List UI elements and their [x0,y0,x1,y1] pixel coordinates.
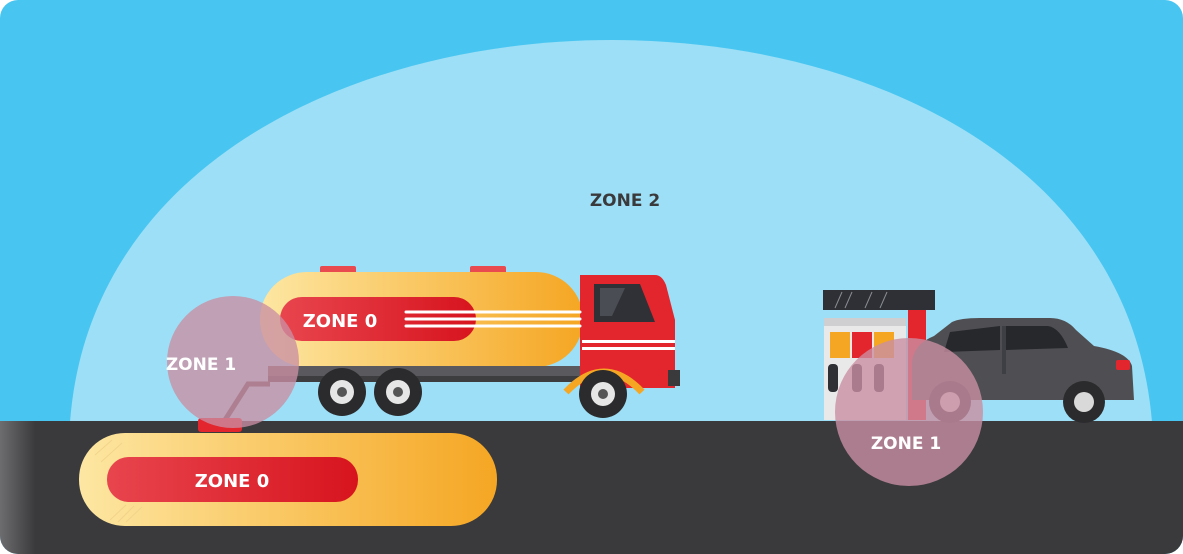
underground-zone0-label: ZONE 0 [195,471,270,492]
underground-tank-icon: ZONE 0 [79,433,497,526]
zone2-label: ZONE 2 [590,191,660,211]
truck-zone0-label: ZONE 0 [303,311,378,332]
station-zone1-circle [835,338,983,486]
truck-zone1-label: ZONE 1 [166,355,236,375]
station-zone1-label: ZONE 1 [871,434,941,454]
